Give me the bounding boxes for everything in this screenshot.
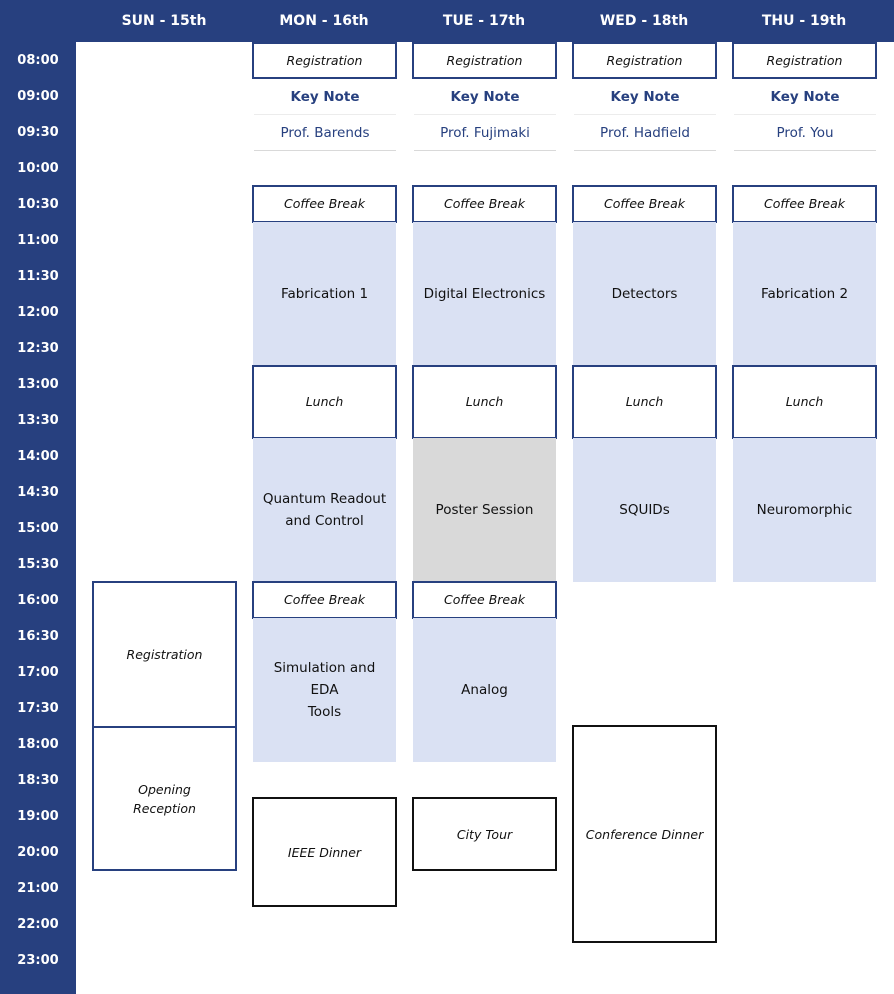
time-label: 17:00 bbox=[17, 665, 59, 680]
tue-session-analog[interactable]: Analog bbox=[413, 618, 556, 762]
time-label: 13:30 bbox=[17, 413, 59, 428]
time-label: 18:00 bbox=[17, 737, 59, 752]
time-label: 16:00 bbox=[17, 593, 59, 608]
mon-ieee-dinner[interactable]: IEEE Dinner bbox=[252, 797, 397, 907]
tue-keynote-speaker: Prof. Fujimaki bbox=[414, 115, 556, 151]
time-label: 11:30 bbox=[17, 269, 59, 284]
mon-lunch[interactable]: Lunch bbox=[252, 365, 397, 439]
time-label: 13:00 bbox=[17, 377, 59, 392]
time-label: 21:00 bbox=[17, 881, 59, 896]
day-header-thu: THU - 19th bbox=[761, 13, 847, 29]
time-label: 12:00 bbox=[17, 305, 59, 320]
time-label: 23:00 bbox=[17, 953, 59, 968]
time-label: 09:30 bbox=[17, 125, 59, 140]
mon-session-fabrication-1[interactable]: Fabrication 1 bbox=[253, 222, 396, 365]
tue-registration[interactable]: Registration bbox=[412, 42, 557, 79]
wed-lunch[interactable]: Lunch bbox=[572, 365, 717, 439]
time-label: 22:00 bbox=[17, 917, 59, 932]
time-label: 14:00 bbox=[17, 449, 59, 464]
day-header-wed: WED - 18th bbox=[599, 13, 689, 29]
sun-registration[interactable]: Registration bbox=[92, 581, 237, 728]
wed-conference-dinner[interactable]: Conference Dinner bbox=[572, 725, 717, 943]
thu-lunch[interactable]: Lunch bbox=[732, 365, 877, 439]
tue-city-tour[interactable]: City Tour bbox=[412, 797, 557, 871]
wed-keynote-speaker: Prof. Hadfield bbox=[574, 115, 716, 151]
time-column bbox=[0, 42, 76, 994]
sun-opening-reception[interactable]: Opening Reception bbox=[92, 726, 237, 871]
day-header-sun: SUN - 15th bbox=[121, 13, 207, 29]
time-label: 10:30 bbox=[17, 197, 59, 212]
tue-coffee-break-morning[interactable]: Coffee Break bbox=[412, 185, 557, 223]
day-header-bar: SUN - 15th MON - 16th TUE - 17th WED - 1… bbox=[0, 0, 894, 42]
time-label: 16:30 bbox=[17, 629, 59, 644]
tue-keynote: Key Note bbox=[414, 80, 556, 115]
time-label: 10:00 bbox=[17, 161, 59, 176]
wed-registration[interactable]: Registration bbox=[572, 42, 717, 79]
time-label: 18:30 bbox=[17, 773, 59, 788]
wed-coffee-break-morning[interactable]: Coffee Break bbox=[572, 185, 717, 223]
time-label: 09:00 bbox=[17, 89, 59, 104]
tue-poster-session[interactable]: Poster Session bbox=[413, 438, 556, 582]
day-header-tue: TUE - 17th bbox=[442, 13, 526, 29]
time-label: 20:00 bbox=[17, 845, 59, 860]
mon-keynote: Key Note bbox=[254, 80, 396, 115]
mon-coffee-break-morning[interactable]: Coffee Break bbox=[252, 185, 397, 223]
thu-registration[interactable]: Registration bbox=[732, 42, 877, 79]
tue-session-digital-electronics[interactable]: Digital Electronics bbox=[413, 222, 556, 365]
mon-keynote-speaker: Prof. Barends bbox=[254, 115, 396, 151]
time-label: 15:00 bbox=[17, 521, 59, 536]
time-label: 11:00 bbox=[17, 233, 59, 248]
day-header-mon: MON - 16th bbox=[279, 13, 369, 29]
thu-session-neuromorphic[interactable]: Neuromorphic bbox=[733, 438, 876, 582]
time-label: 17:30 bbox=[17, 701, 59, 716]
tue-coffee-break-afternoon[interactable]: Coffee Break bbox=[412, 581, 557, 619]
thu-coffee-break-morning[interactable]: Coffee Break bbox=[732, 185, 877, 223]
thu-session-fabrication-2[interactable]: Fabrication 2 bbox=[733, 222, 876, 365]
time-label: 08:00 bbox=[17, 53, 59, 68]
time-label: 15:30 bbox=[17, 557, 59, 572]
wed-session-squids[interactable]: SQUIDs bbox=[573, 438, 716, 582]
mon-session-quantum-readout[interactable]: Quantum Readout and Control bbox=[253, 438, 396, 582]
mon-session-simulation-eda[interactable]: Simulation and EDA Tools bbox=[253, 618, 396, 762]
time-label: 14:30 bbox=[17, 485, 59, 500]
mon-registration[interactable]: Registration bbox=[252, 42, 397, 79]
wed-session-detectors[interactable]: Detectors bbox=[573, 222, 716, 365]
mon-coffee-break-afternoon[interactable]: Coffee Break bbox=[252, 581, 397, 619]
thu-keynote: Key Note bbox=[734, 80, 876, 115]
time-label: 19:00 bbox=[17, 809, 59, 824]
tue-lunch[interactable]: Lunch bbox=[412, 365, 557, 439]
time-label: 12:30 bbox=[17, 341, 59, 356]
thu-keynote-speaker: Prof. You bbox=[734, 115, 876, 151]
wed-keynote: Key Note bbox=[574, 80, 716, 115]
